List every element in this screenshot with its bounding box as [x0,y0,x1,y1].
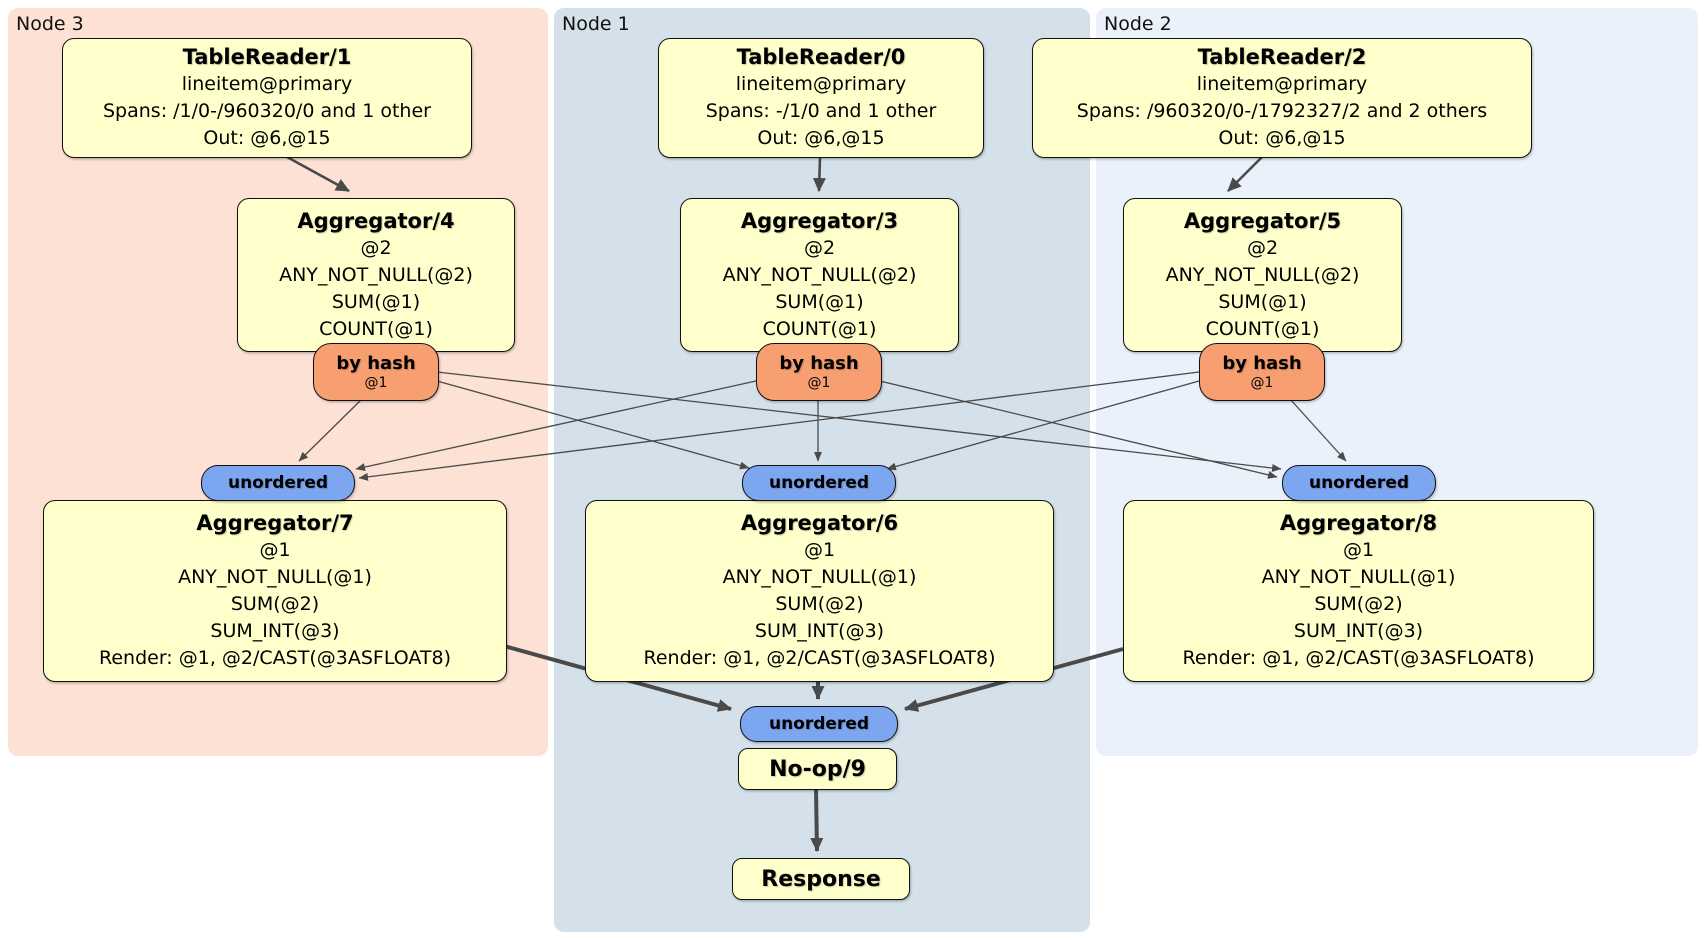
sync-label: unordered [227,473,329,493]
processor-groupcols: @1 [803,539,836,561]
region-node1-label: Node 1 [562,13,630,35]
processor-agg-fn: ANY_NOT_NULL(@1) [1261,566,1456,588]
processor-title: TableReader/0 [736,45,906,69]
processor-noop-9: No-op/9 [738,748,897,790]
processor-out: Out: @6,@15 [1218,127,1346,149]
processor-out: Out: @6,@15 [203,127,331,149]
router-label: by hash [336,353,416,374]
region-node2-label: Node 2 [1104,13,1172,35]
processor-agg-fn: SUM(@1) [331,290,421,313]
sync-label: unordered [768,473,870,493]
router-by-hash-3: by hash @1 [756,343,882,401]
processor-index: lineitem@primary [181,73,353,95]
processor-title: Aggregator/7 [196,511,354,535]
processor-agg-fn: COUNT(@1) [762,317,877,340]
sync-unordered-left: unordered [201,465,355,501]
processor-title: No-op/9 [769,756,866,782]
processor-spans: Spans: /1/0-/960320/0 and 1 other [103,100,431,122]
processor-aggregator-8: Aggregator/8 @1 ANY_NOT_NULL(@1) SUM(@2)… [1123,500,1594,682]
processor-title: Aggregator/3 [740,208,899,233]
processor-groupcols: @2 [360,236,392,259]
router-by-hash-4: by hash @1 [313,343,439,401]
processor-agg-fn: SUM(@2) [775,593,864,615]
processor-groupcols: @1 [259,539,291,561]
processor-title: Aggregator/8 [1279,511,1438,535]
processor-agg-fn: SUM(@2) [230,593,320,615]
region-node3-label: Node 3 [16,13,84,35]
processor-agg-fn: COUNT(@1) [1205,317,1320,340]
sync-label: unordered [768,714,870,734]
processor-render: Render: @1, @2/CAST(@3ASFLOAT8) [99,647,451,669]
processor-agg-fn: SUM_INT(@3) [210,620,340,642]
processor-agg-fn: ANY_NOT_NULL(@2) [1165,263,1360,286]
processor-agg-fn: SUM(@2) [1314,593,1403,615]
processor-spans: Spans: -/1/0 and 1 other [705,100,937,122]
processor-spans: Spans: /960320/0-/1792327/2 and 2 others [1076,100,1488,122]
processor-index: lineitem@primary [1196,73,1368,95]
processor-title: Aggregator/5 [1183,208,1342,233]
processor-tablereader-2: TableReader/2 lineitem@primary Spans: /9… [1032,38,1532,158]
processor-out: Out: @6,@15 [757,127,885,149]
processor-aggregator-7: Aggregator/7 @1 ANY_NOT_NULL(@1) SUM(@2)… [43,500,507,682]
processor-agg-fn: SUM_INT(@3) [754,620,885,642]
processor-agg-fn: ANY_NOT_NULL(@1) [722,566,917,588]
processor-response: Response [732,858,910,900]
processor-tablereader-1: TableReader/1 lineitem@primary Spans: /1… [62,38,472,158]
processor-tablereader-0: TableReader/0 lineitem@primary Spans: -/… [658,38,984,158]
processor-aggregator-6: Aggregator/6 @1 ANY_NOT_NULL(@1) SUM(@2)… [585,500,1054,682]
processor-aggregator-4: Aggregator/4 @2 ANY_NOT_NULL(@2) SUM(@1)… [237,198,515,352]
processor-groupcols: @2 [803,236,836,259]
router-hash-columns: @1 [364,375,388,391]
sync-unordered-right: unordered [1282,465,1436,501]
processor-agg-fn: SUM(@1) [775,290,864,313]
processor-agg-fn: ANY_NOT_NULL(@2) [722,263,917,286]
processor-index: lineitem@primary [735,73,907,95]
processor-aggregator-5: Aggregator/5 @2 ANY_NOT_NULL(@2) SUM(@1)… [1123,198,1402,352]
processor-agg-fn: SUM(@1) [1218,290,1307,313]
processor-title: TableReader/2 [1197,45,1367,69]
sync-label: unordered [1308,473,1410,493]
processor-groupcols: @1 [1342,539,1375,561]
processor-title: Response [761,866,881,892]
processor-render: Render: @1, @2/CAST(@3ASFLOAT8) [1182,647,1535,669]
processor-title: Aggregator/4 [297,208,455,233]
sync-unordered-middle: unordered [742,465,896,501]
processor-render: Render: @1, @2/CAST(@3ASFLOAT8) [643,647,996,669]
processor-title: Aggregator/6 [740,511,899,535]
processor-aggregator-3: Aggregator/3 @2 ANY_NOT_NULL(@2) SUM(@1)… [680,198,959,352]
router-label: by hash [1222,353,1302,374]
processor-title: TableReader/1 [182,45,352,69]
router-hash-columns: @1 [807,375,831,391]
processor-agg-fn: SUM_INT(@3) [1293,620,1424,642]
processor-groupcols: @2 [1246,236,1279,259]
router-by-hash-5: by hash @1 [1199,343,1325,401]
processor-agg-fn: ANY_NOT_NULL(@2) [279,263,473,286]
processor-agg-fn: ANY_NOT_NULL(@1) [178,566,372,588]
router-hash-columns: @1 [1250,375,1274,391]
router-label: by hash [779,353,859,374]
sync-unordered-final: unordered [740,706,898,742]
processor-agg-fn: COUNT(@1) [319,317,433,340]
